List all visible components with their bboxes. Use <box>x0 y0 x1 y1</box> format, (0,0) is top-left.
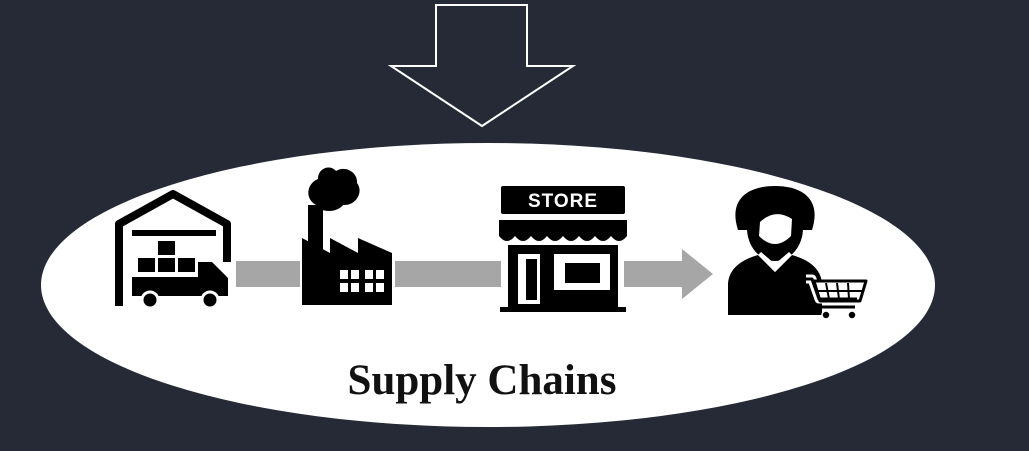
store-sign-text: STORE <box>528 191 598 212</box>
connector-warehouse-factory <box>236 261 300 287</box>
connector-factory-store <box>395 261 501 287</box>
store-icon: STORE <box>499 186 627 312</box>
diagram-caption: Supply Chains <box>348 357 617 404</box>
warehouse-truck-icon <box>115 190 231 310</box>
shopper-cart-icon <box>728 186 868 320</box>
factory-icon <box>302 167 392 305</box>
down-arrow-icon <box>387 4 577 128</box>
arrow-store-shopper <box>624 249 713 299</box>
